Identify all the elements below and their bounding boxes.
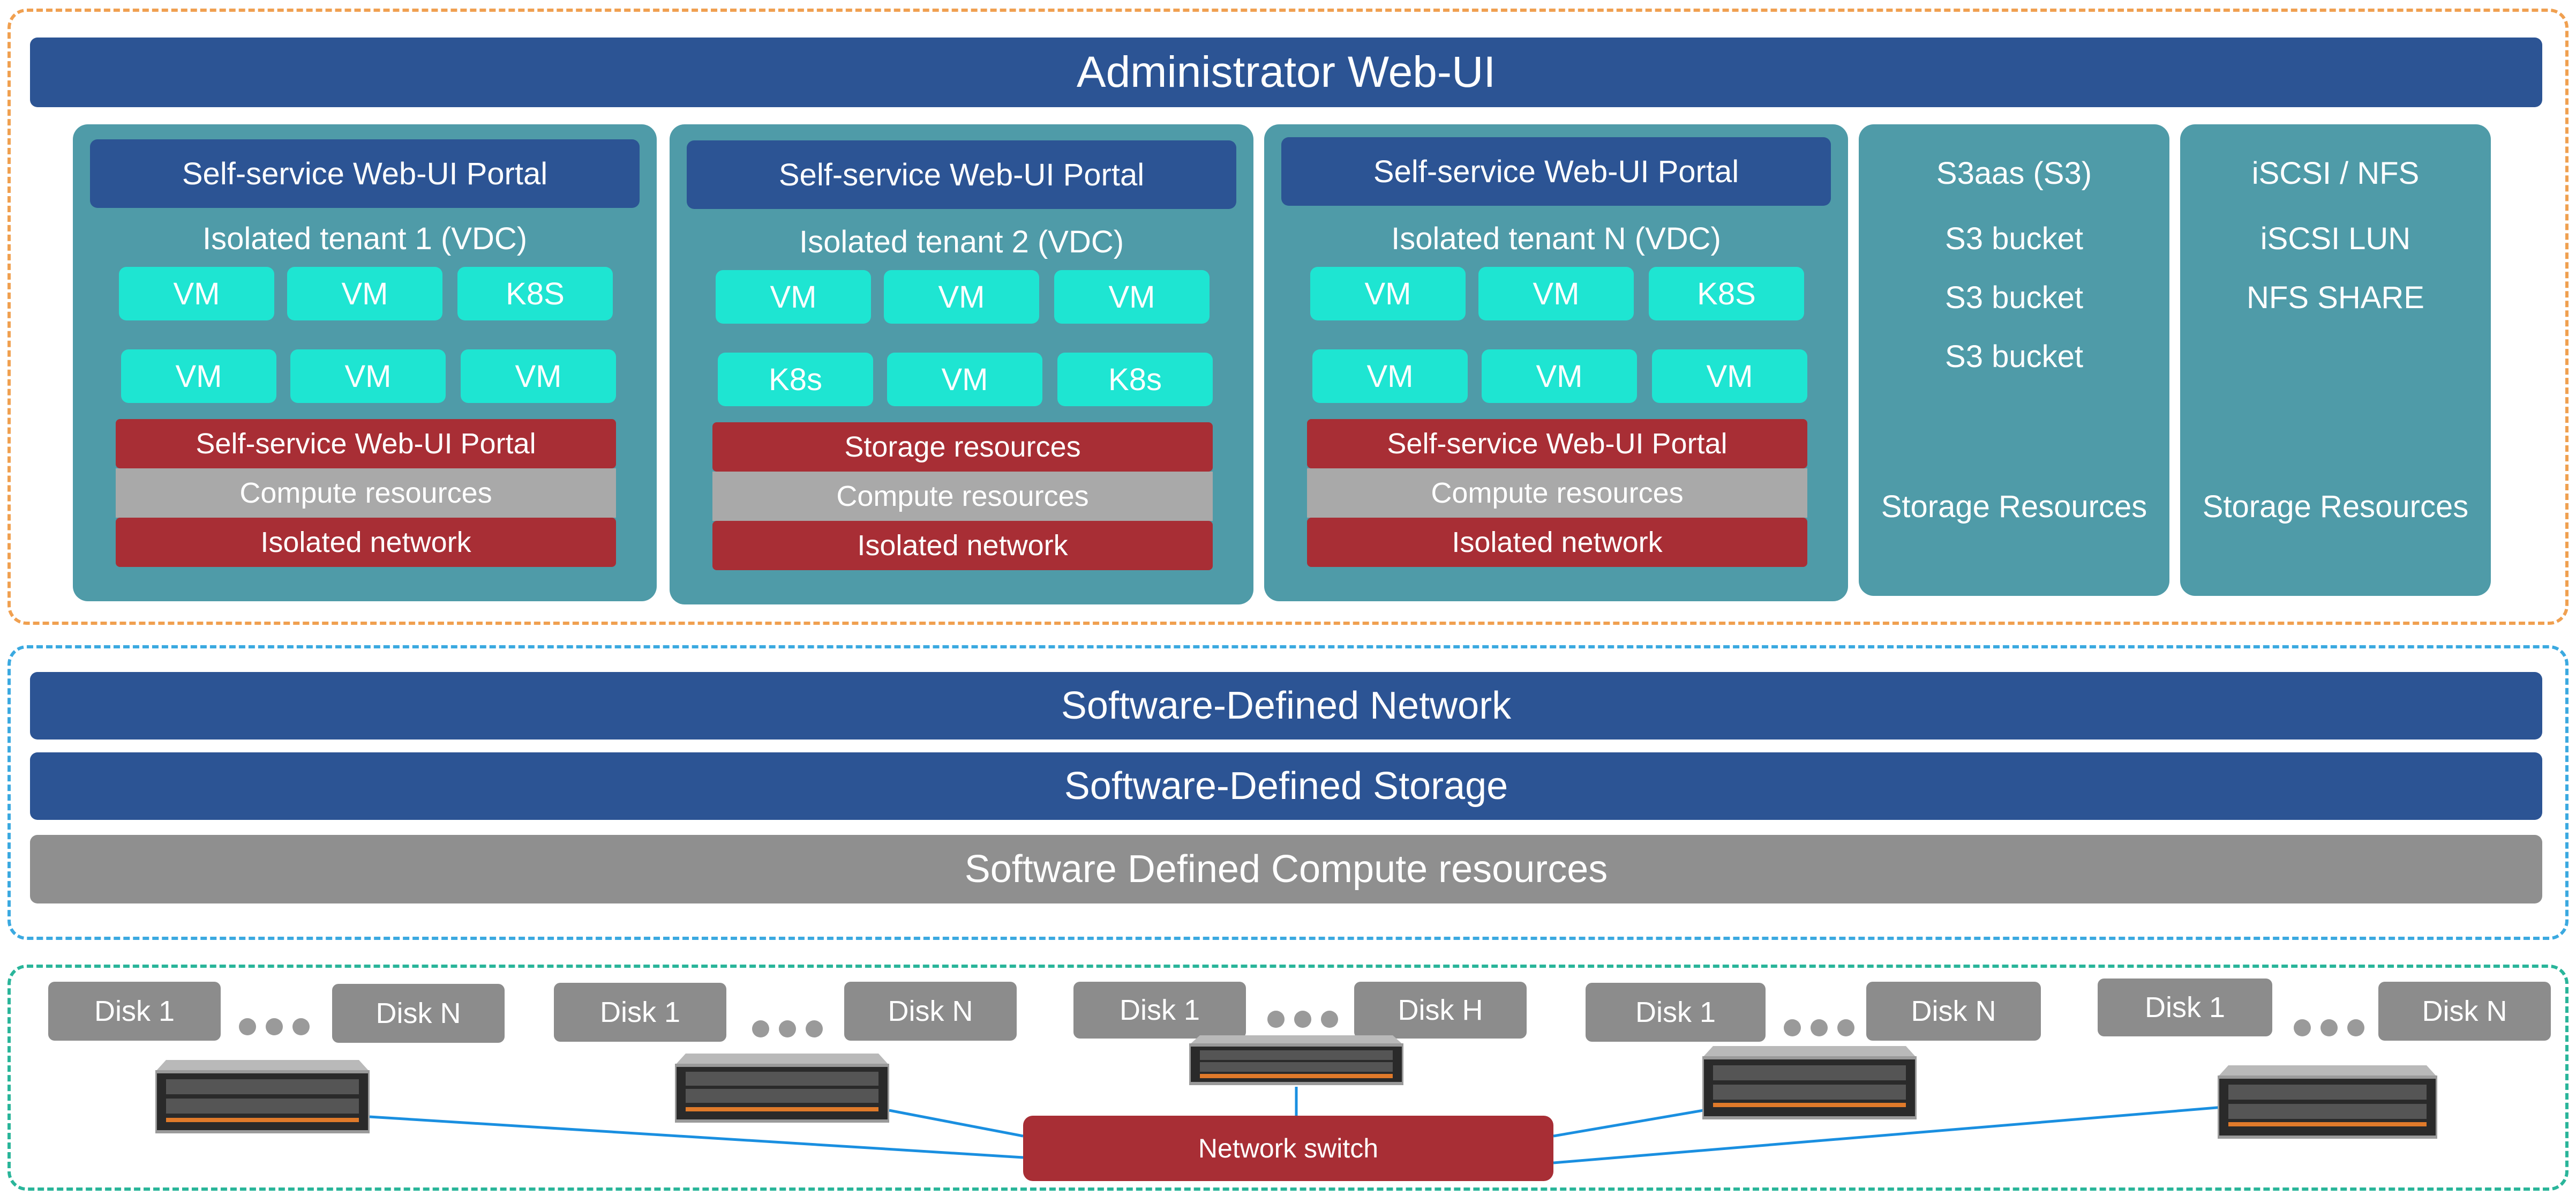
server-5-icon <box>2218 1065 2437 1139</box>
tenant-1-panel: Self-service Web-UI Portal Isolated tena… <box>73 124 657 601</box>
server-3-icon <box>1189 1035 1403 1085</box>
tenant-1-name: Isolated tenant 1 (VDC) <box>202 221 528 256</box>
tenant-n-portal: Self-service Web-UI Portal <box>1281 137 1831 206</box>
tenant-1-vm-5: VM <box>461 349 616 403</box>
s3-panel: S3aas (S3) S3 bucket S3 bucket S3 bucket… <box>1859 124 2169 596</box>
server-3-disk-first: Disk 1 <box>1073 982 1246 1039</box>
link-server-2 <box>889 1109 1024 1138</box>
server-4-disk-first: Disk 1 <box>1586 983 1766 1042</box>
server-1-icon <box>155 1060 370 1133</box>
server-3-disk-last: Disk H <box>1354 982 1527 1039</box>
server-2-disk-first: Disk 1 <box>554 983 726 1042</box>
s3-bucket-1: S3 bucket <box>1945 221 2083 256</box>
tenant-2-portal: Self-service Web-UI Portal <box>687 140 1236 209</box>
nfs-share: NFS SHARE <box>2247 280 2424 315</box>
server-2-ellipsis <box>752 1020 823 1037</box>
server-5-disk-first: Disk 1 <box>2098 979 2272 1036</box>
iscsi-lun: iSCSI LUN <box>2260 221 2411 256</box>
s3-storage-resources: Storage Resources <box>1881 489 2147 524</box>
server-2-disk-last: Disk N <box>844 982 1017 1041</box>
tenant-n-layer-compute: Compute resources <box>1307 468 1807 518</box>
tenant-2-layer-compute: Compute resources <box>712 472 1213 521</box>
tenant-2-vm-3: VM <box>1054 270 1210 324</box>
iscsi-nfs-panel: iSCSI / NFS iSCSI LUN NFS SHARE Storage … <box>2180 124 2491 596</box>
tenant-n-k8s-1: K8S <box>1649 267 1804 320</box>
server-1-disk-last: Disk N <box>332 984 505 1043</box>
tenant-2-k8s-1: K8s <box>718 353 873 406</box>
software-defined-network-bar: Software-Defined Network <box>30 672 2542 740</box>
tenant-1-layer-portal: Self-service Web-UI Portal <box>116 419 616 468</box>
tenant-2-vm-1: VM <box>716 270 871 324</box>
server-1-disk-first: Disk 1 <box>48 982 221 1041</box>
tenant-1-vm-1: VM <box>119 267 274 320</box>
tenant-n-vm-5: VM <box>1652 349 1807 403</box>
tenant-2-layer-network: Isolated network <box>712 521 1213 570</box>
tenant-2-vm-4: VM <box>887 353 1042 406</box>
tenant-2-vm-2: VM <box>884 270 1039 324</box>
link-server-1 <box>369 1115 1024 1159</box>
s3-bucket-2: S3 bucket <box>1945 280 2083 315</box>
link-server-4 <box>1553 1109 1704 1138</box>
s3-bucket-3: S3 bucket <box>1945 339 2083 374</box>
tenant-n-vm-2: VM <box>1478 267 1634 320</box>
tenant-1-layer-network: Isolated network <box>116 518 616 567</box>
tenant-1-layer-compute: Compute resources <box>116 468 616 518</box>
tenant-1-vm-3: VM <box>121 349 276 403</box>
admin-web-ui-bar: Administrator Web-UI <box>30 38 2542 107</box>
tenant-n-name: Isolated tenant N (VDC) <box>1391 221 1721 256</box>
admin-web-ui-label: Administrator Web-UI <box>1076 48 1496 96</box>
tenant-n-layer-portal: Self-service Web-UI Portal <box>1307 419 1807 468</box>
server-4-disk-last: Disk N <box>1866 982 2041 1041</box>
tenant-n-vm-4: VM <box>1482 349 1637 403</box>
management-layer-frame <box>7 9 2569 625</box>
hardware-layer-frame <box>7 965 2569 1191</box>
software-defined-compute-bar: Software Defined Compute resources <box>30 835 2542 903</box>
server-5-ellipsis <box>2294 1019 2364 1036</box>
tenant-n-layer-network: Isolated network <box>1307 518 1807 567</box>
server-5-disk-last: Disk N <box>2378 982 2551 1041</box>
server-3-ellipsis <box>1267 1011 1338 1028</box>
iscsi-nfs-title: iSCSI / NFS <box>2251 156 2420 191</box>
tenant-2-k8s-2: K8s <box>1057 353 1213 406</box>
s3-title: S3aas (S3) <box>1936 156 2092 191</box>
software-defined-layer-frame <box>7 645 2569 940</box>
server-1-ellipsis <box>239 1018 310 1035</box>
tenant-2-panel: Self-service Web-UI Portal Isolated tena… <box>670 124 1253 604</box>
tenant-1-k8s-1: K8S <box>457 267 613 320</box>
server-4-icon <box>1702 1046 1917 1119</box>
link-server-5 <box>1553 1106 2224 1164</box>
software-defined-storage-bar: Software-Defined Storage <box>30 752 2542 820</box>
tenant-2-layer-storage: Storage resources <box>712 422 1213 472</box>
tenant-1-vm-4: VM <box>290 349 446 403</box>
tenant-2-name: Isolated tenant 2 (VDC) <box>799 225 1124 259</box>
tenant-n-vm-3: VM <box>1312 349 1468 403</box>
network-switch: Network switch <box>1023 1116 1553 1181</box>
server-4-ellipsis <box>1784 1019 1854 1036</box>
server-2-icon <box>675 1054 889 1123</box>
tenant-n-vm-1: VM <box>1310 267 1466 320</box>
tenant-1-portal: Self-service Web-UI Portal <box>90 139 640 208</box>
tenant-1-vm-2: VM <box>287 267 442 320</box>
iscsi-storage-resources: Storage Resources <box>2202 489 2469 524</box>
tenant-n-panel: Self-service Web-UI Portal Isolated tena… <box>1264 124 1848 601</box>
